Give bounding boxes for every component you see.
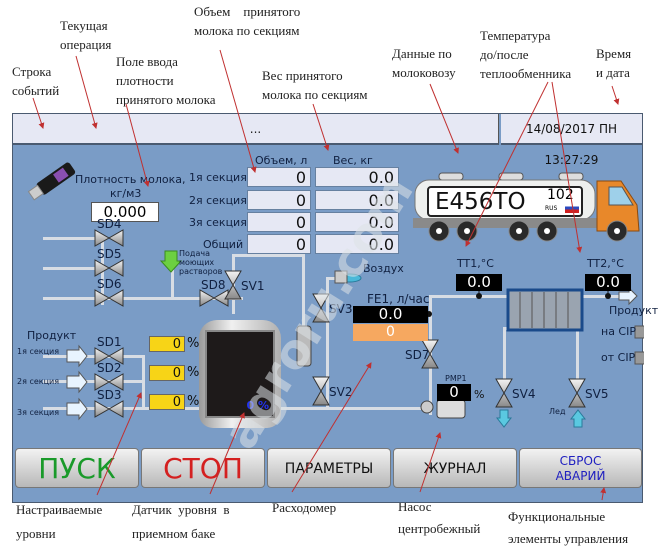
event-line[interactable]: ... [13,114,499,145]
ice-label: Лед [549,407,566,416]
valve-sd5-label[interactable]: SD5 [97,247,122,261]
start-button[interactable]: ПУСК [15,448,139,488]
tt1-value: 0.0 [456,274,502,291]
valve-sd1-label[interactable]: SD1 [97,335,122,349]
valve-sd2-label[interactable]: SD2 [97,361,122,375]
plate-number: E456TO [435,189,526,215]
flow-value: 0.0 [353,306,428,323]
datetime-display: 14/08/2017 ПН 13:27:29 [501,114,642,167]
volume-header: Объем, л [255,154,308,167]
valve-sv4-label[interactable]: SV4 [512,387,536,401]
pump-icon [436,399,466,419]
usb-drive-icon[interactable] [23,159,79,205]
reset-alarms-button[interactable]: СБРОС АВАРИЙ [519,448,642,488]
plate-country: RUS [545,205,558,212]
pump-unit: % [474,388,485,401]
section-weight: 0.0 [315,167,399,187]
level-setpoint-input[interactable]: 0 [149,336,185,352]
section-volume: 0 [247,234,311,254]
flow-label: FE1, л/час [367,292,430,306]
section-inlet-label: 3я секция [17,408,60,417]
pump-value[interactable]: 0 [437,384,471,401]
level-unit: % [187,365,200,380]
russia-flag-icon [565,203,579,213]
weight-header: Вес, кг [333,154,373,167]
tt1-label: TT1,°C [457,257,494,270]
plate-region: 102 [547,187,574,203]
level-setpoint-input[interactable]: 0 [149,394,185,410]
stop-button[interactable]: СТОП [141,448,265,488]
valve-sd6-label[interactable]: SD6 [97,277,122,291]
valve-sd4-label[interactable]: SD4 [97,217,122,231]
valve-sv1-label[interactable]: SV1 [241,279,265,293]
receiving-tank: 0 % [199,320,281,428]
section-label: 2я секция [189,194,247,207]
product-outlet-label: Продукт [609,304,659,317]
section-inlet-label: 2я секция [17,377,60,386]
valve-sd8-label[interactable]: SD8 [201,278,226,292]
from-cip-toggle [634,351,644,365]
level-unit: % [187,394,200,409]
hmi-panel: ... 14/08/2017 ПН 13:27:29 Плотность мол… [12,113,658,503]
tt2-label: TT2,°C [587,257,624,270]
license-plate: E456TO 102 RUS [427,186,583,217]
air-label: Воздух [363,262,404,275]
section-weight: 0.0 [315,190,399,210]
section-volume: 0 [247,212,311,232]
section-label: 3я секция [189,216,247,229]
pump-label: PMP1 [445,374,467,383]
valve-sd3-label[interactable]: SD3 [97,388,122,402]
tt2-value: 0.0 [585,274,631,291]
tank-level-value: 0 % [246,399,269,412]
valve-sv5-label[interactable]: SV5 [585,387,609,401]
density-input[interactable]: 0.000 [91,202,159,222]
density-label: Плотность молока, [75,173,186,186]
section-inlet-label: 1я секция [17,347,60,356]
valve-sv3-label[interactable]: SV3 [329,302,353,316]
section-weight: 0.0 [315,212,399,232]
section-volume: 0 [247,190,311,210]
section-label: Общий [203,238,244,251]
to-cip-toggle [634,325,644,339]
density-unit: кг/м3 [110,187,142,200]
parameters-button[interactable]: ПАРАМЕТРЫ [267,448,391,488]
flow-total: 0 [353,324,428,341]
journal-button[interactable]: ЖУРНАЛ [393,448,517,488]
from-cip-label: от CIP [601,351,636,364]
to-cip-label: на CIP [601,325,636,338]
annotation-flowmeter: Расходомер [272,500,337,515]
product-inlet-label: Продукт [27,329,77,342]
valve-sd7-label[interactable]: SD7 [405,348,430,362]
level-unit: % [187,336,200,351]
level-setpoint-input[interactable]: 0 [149,365,185,381]
section-weight: 0.0 [315,234,399,254]
tank-level-display: 0 % [205,330,275,418]
valve-sv2-label[interactable]: SV2 [329,385,353,399]
section-label: 1я секция [189,171,247,184]
section-volume: 0 [247,167,311,187]
